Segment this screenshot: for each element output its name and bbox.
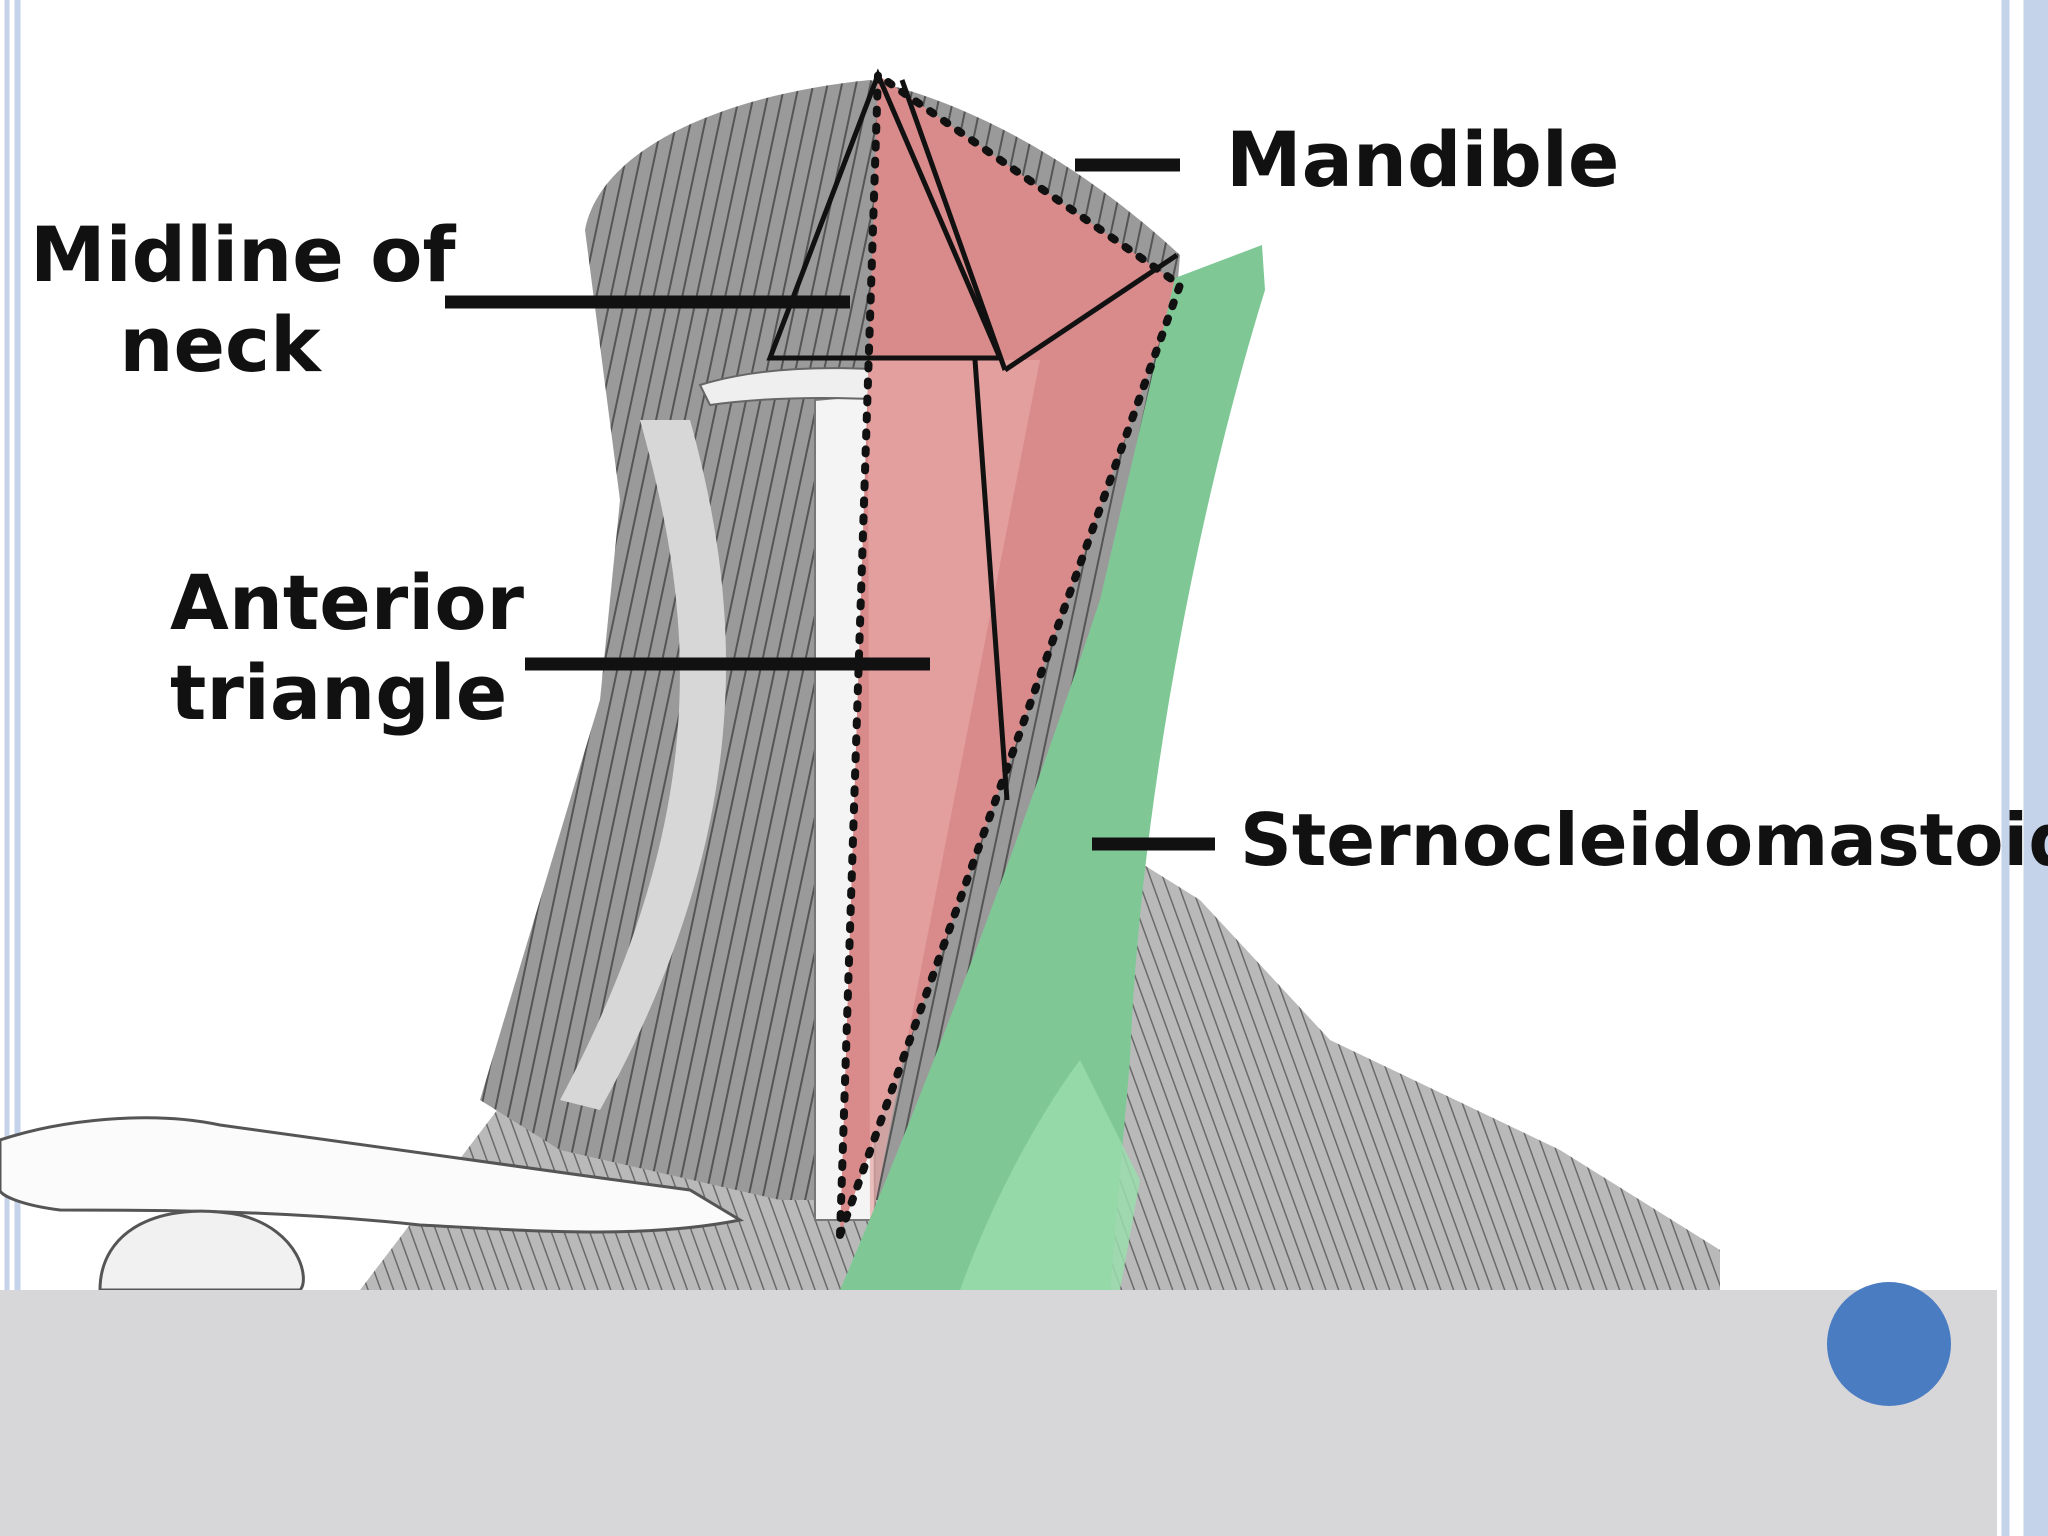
anterior-label-line-2: triangle (170, 648, 508, 737)
slide-footer-band (0, 1290, 1997, 1536)
midline-of-neck-label: Midline of neck (30, 210, 456, 390)
sternocleidomastoid-muscle (840, 245, 1265, 1290)
frame-right-decoration (1997, 0, 2048, 1536)
digastric-line-1 (899, 79, 1008, 371)
digastric-line-2 (1003, 252, 1179, 373)
clavicle (0, 1116, 745, 1234)
omohyoid-line (972, 359, 1010, 801)
left-neck-strap (560, 420, 727, 1110)
sternocleidomastoid-label: Sternocleidomastoid (1240, 798, 2048, 882)
midline-label-line-1: Midline of (30, 210, 456, 299)
triangle-dotted-boundary (836, 67, 1185, 1239)
submental-triangle-outline (766, 68, 1004, 361)
mandible-label: Mandible (1226, 115, 1620, 204)
frame-left-decoration (0, 0, 26, 1536)
anterior-label-line-1: Anterior (170, 558, 525, 647)
anterior-triangle-label: Anterior triangle (170, 558, 525, 738)
anterior-triangle-lower-pink (868, 360, 1040, 1230)
midline-label-line-2: neck (119, 300, 321, 389)
neck-anatomy-figure (0, 67, 1720, 1290)
sternocleidomastoid-highlight (960, 1060, 1140, 1290)
slide-bullet-circle (1827, 1282, 1951, 1406)
shoulder-joint (98, 1209, 305, 1290)
